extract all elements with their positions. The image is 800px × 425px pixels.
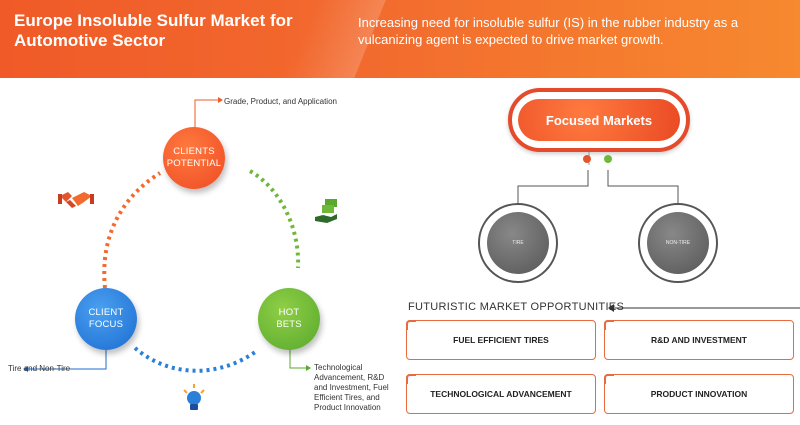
arc-blue [133,346,260,373]
client-focus-line1: CLIENT [88,307,124,318]
arrow-clients-potential [218,97,223,103]
client-focus-circle: CLIENT FOCUS [75,288,137,350]
focused-markets-connectors [517,152,679,204]
arrow-hot-bets [306,365,311,371]
hot-bets-note: Technological Advancement, R&D and Inves… [314,363,389,412]
clients-potential-line2: POTENTIAL [166,158,222,169]
money-hand-icon [313,197,341,225]
connector-clients-potential [194,99,218,133]
opportunities-title-arrow [608,304,800,312]
client-focus-line2: FOCUS [88,319,124,330]
opportunity-technological-advancement: TECHNOLOGICAL ADVANCEMENT [406,374,596,414]
marker-dot-red [583,155,591,163]
lightbulb-icon [182,384,206,414]
market-non-tire: NON-TIRE [647,212,709,274]
connector-client-focus [28,350,107,370]
opportunity-rd-investment: R&D AND INVESTMENT [604,320,794,360]
opportunity-fuel-efficient-tires: FUEL EFFICIENT TIRES [406,320,596,360]
marker-dot-green [604,155,612,163]
clients-potential-line1: CLIENTS [173,146,215,157]
opportunity-product-innovation: PRODUCT INNOVATION [604,374,794,414]
handshake-icon [58,186,94,214]
connector-hot-bets [289,348,306,369]
client-focus-note: Tire and Non-Tire [8,364,71,373]
hot-bets-line2: BETS [276,319,302,330]
page-title: Europe Insoluble Sulfur Market for Autom… [14,11,293,50]
arc-orange [102,171,162,289]
arc-green [248,169,301,269]
arrow-client-focus [23,366,28,372]
clients-potential-circle: CLIENTS POTENTIAL [163,127,225,189]
hot-bets-line1: HOT [278,307,300,318]
clients-potential-note: Grade, Product, and Application [224,97,337,106]
focused-markets-title: Focused Markets [518,99,680,141]
cycle-connectors [23,97,311,373]
header-description: Increasing need for insoluble sulfur (IS… [358,15,739,47]
header-banner: Europe Insoluble Sulfur Market for Autom… [0,0,800,78]
market-tire: TIRE [487,212,549,274]
opportunities-title: FUTURISTIC MARKET OPPORTUNITIES [408,301,625,313]
hot-bets-circle: HOT BETS [258,288,320,350]
